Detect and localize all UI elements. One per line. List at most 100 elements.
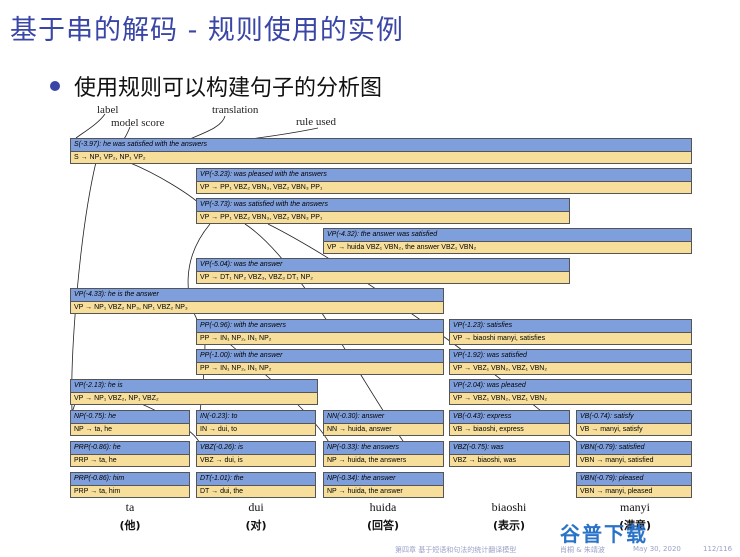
box-vbn079b: VBN(-0.79): pleased VBN → manyi, pleased [576,472,692,498]
box-np033: NP(-0.33): the answers NP → huida, the a… [323,441,444,467]
box-dt101: DT(-1.01): the DT → dui, the [196,472,316,498]
box-vp192: VP(-1.92): was satisfied VP → VBZ₁ VBN₂,… [449,349,692,375]
box-prp086a: PRP(-0.86): he PRP → ta, he [70,441,190,467]
box-vb074: VB(-0.74): satisfy VB → manyi, satisfy [576,410,692,436]
box-np075-bot: NP → ta, he [71,424,189,435]
box-np075-top: NP(-0.75): he [71,411,189,424]
box-vbn079b-top: VBN(-0.79): pleased [577,473,691,486]
box-pp096-top: PP(-0.96): with the answers [197,320,443,333]
box-s: S(-3.97): he was satisfied with the answ… [70,138,692,164]
box-vbn079a-bot: VBN → manyi, satisfied [577,455,691,466]
box-vp432-bot: VP → huida VBZ₁ VBN₂, the answer VBZ₁ VB… [324,242,691,253]
box-np034-bot: NP → huida, the answer [324,486,443,497]
source-word-pinyin: biaoshi [491,500,527,514]
watermark-logo: 谷普下载 [560,522,648,546]
box-in023: IN(-0.23): to IN → dui, to [196,410,316,436]
box-vbz075-top: VBZ(-0.75): was [450,442,569,455]
box-vp213-top: VP(-2.13): he is [71,380,317,393]
box-vp504-top: VP(-5.04): was the answer [197,259,569,272]
box-s-top: S(-3.97): he was satisfied with the answ… [71,139,691,152]
bullet-text: 使用规则可以构建句子的分析图 [74,76,383,101]
box-in023-bot: IN → dui, to [197,424,315,435]
box-vp192-top: VP(-1.92): was satisfied [450,350,691,363]
source-word-biaoshi: biaoshi (表示) [474,500,544,533]
box-vp204-top: VP(-2.04): was pleased [450,380,691,393]
box-vb043-bot: VB → biaoshi, express [450,424,569,435]
box-vp432-top: VP(-4.32): the answer was satisfied [324,229,691,242]
box-dt101-bot: DT → dui, the [197,486,315,497]
box-prp086b-bot: PRP → ta, him [71,486,189,497]
box-vbz026-top: VBZ(-0.26): is [197,442,315,455]
source-word-chinese: (满意) [618,519,652,532]
bullet-dot-icon [50,81,60,91]
box-pp100-bot: PP → IN₁ NP₂, IN₁ NP₂ [197,363,443,374]
box-pp096: PP(-0.96): with the answers PP → IN₁ NP₂… [196,319,444,345]
box-vp123-bot: VP → biaoshi manyi, satisfies [450,333,691,344]
box-in023-top: IN(-0.23): to [197,411,315,424]
box-np075: NP(-0.75): he NP → ta, he [70,410,190,436]
box-vp433-bot: VP → NP₁ VBZ₂ NP₃, NP₁ VBZ₂ NP₃ [71,302,443,313]
box-vp504-bot: VP → DT₁ NP₂ VBZ₃, VBZ₃ DT₁ NP₂ [197,272,569,283]
box-vbn079a: VBN(-0.79): satisfied VBN → manyi, satis… [576,441,692,467]
box-vp204-bot: VP → VBZ₁ VBN₂, VBZ₁ VBN₂ [450,393,691,404]
box-prp086a-bot: PRP → ta, he [71,455,189,466]
footer-date: May 30, 2020 [633,545,681,553]
box-vp504: VP(-5.04): was the answer VP → DT₁ NP₂ V… [196,258,570,284]
box-vp432: VP(-4.32): the answer was satisfied VP →… [323,228,692,254]
box-vbz026: VBZ(-0.26): is VBZ → dui, is [196,441,316,467]
box-pp096-bot: PP → IN₁ NP₂, IN₁ NP₂ [197,333,443,344]
box-vp433-top: VP(-4.33): he is the answer [71,289,443,302]
box-vbn079b-bot: VBN → manyi, pleased [577,486,691,497]
box-vb074-bot: VB → manyi, satisfy [577,424,691,435]
source-word-pinyin: dui [248,500,264,514]
box-pp100-top: PP(-1.00): with the answer [197,350,443,363]
box-vp373-bot: VP → PP₁ VBZ₂ VBN₃, VBZ₂ VBN₃ PP₁ [197,212,569,223]
box-vbz075: VBZ(-0.75): was VBZ → biaoshi, was [449,441,570,467]
box-np033-bot: NP → huida, the answers [324,455,443,466]
box-np033-top: NP(-0.33): the answers [324,442,443,455]
box-dt101-top: DT(-1.01): the [197,473,315,486]
box-vp323-bot: VP → PP₁ VBZ₂ VBN₃, VBZ₂ VBN₃ PP₁ [197,182,691,193]
box-vp192-bot: VP → VBZ₁ VBN₂, VBZ₁ VBN₂ [450,363,691,374]
source-word-ta: ta (他) [95,500,165,533]
footer-page: 112/116 [703,545,733,553]
box-vb074-top: VB(-0.74): satisfy [577,411,691,424]
callout-model-score: model score [111,117,165,129]
box-vp123-top: VP(-1.23): satisfies [450,320,691,333]
source-word-chinese: (他) [119,519,141,532]
box-vbz075-bot: VBZ → biaoshi, was [450,455,569,466]
box-nn030-bot: NN → huida, answer [324,424,443,435]
source-word-pinyin: manyi [620,500,650,514]
source-word-chinese: (表示) [492,519,526,532]
box-vp123: VP(-1.23): satisfies VP → biaoshi manyi,… [449,319,692,345]
footer-chapter: 第四章 基于短语和句法的统计翻译模型 [395,546,517,554]
box-nn030: NN(-0.30): answer NN → huida, answer [323,410,444,436]
box-np034: NP(-0.34): the answer NP → huida, the an… [323,472,444,498]
source-word-pinyin: ta [125,500,135,514]
source-word-chinese: (对) [245,519,267,532]
box-pp100: PP(-1.00): with the answer PP → IN₁ NP₂,… [196,349,444,375]
box-vp373: VP(-3.73): was satisfied with the answer… [196,198,570,224]
slide-title: 基于串的解码 - 规则使用的实例 [10,15,404,46]
bullet-item: 使用规则可以构建句子的分析图 [50,70,382,102]
box-vbz026-bot: VBZ → dui, is [197,455,315,466]
box-prp086b-top: PRP(-0.86): him [71,473,189,486]
callout-label: label [97,104,119,116]
callout-translation: translation [212,104,259,116]
box-vp204: VP(-2.04): was pleased VP → VBZ₁ VBN₂, V… [449,379,692,405]
box-nn030-top: NN(-0.30): answer [324,411,443,424]
box-vp213: VP(-2.13): he is VP → NP₁ VBZ₂, NP₁ VBZ₂ [70,379,318,405]
source-word-huida: huida (回答) [348,500,418,533]
box-s-bot: S → NP₁ VP₂, NP₁ VP₂ [71,152,691,163]
box-prp086b: PRP(-0.86): him PRP → ta, him [70,472,190,498]
box-vp213-bot: VP → NP₁ VBZ₂, NP₁ VBZ₂ [71,393,317,404]
source-word-chinese: (回答) [366,519,400,532]
box-np034-top: NP(-0.34): the answer [324,473,443,486]
footer-author: 肖桐 & 朱靖波 [560,546,605,554]
box-vp373-top: VP(-3.73): was satisfied with the answer… [197,199,569,212]
box-vb043: VB(-0.43): express VB → biaoshi, express [449,410,570,436]
box-vbn079a-top: VBN(-0.79): satisfied [577,442,691,455]
box-vp323: VP(-3.23): was pleased with the answers … [196,168,692,194]
box-vp433: VP(-4.33): he is the answer VP → NP₁ VBZ… [70,288,444,314]
box-vp323-top: VP(-3.23): was pleased with the answers [197,169,691,182]
